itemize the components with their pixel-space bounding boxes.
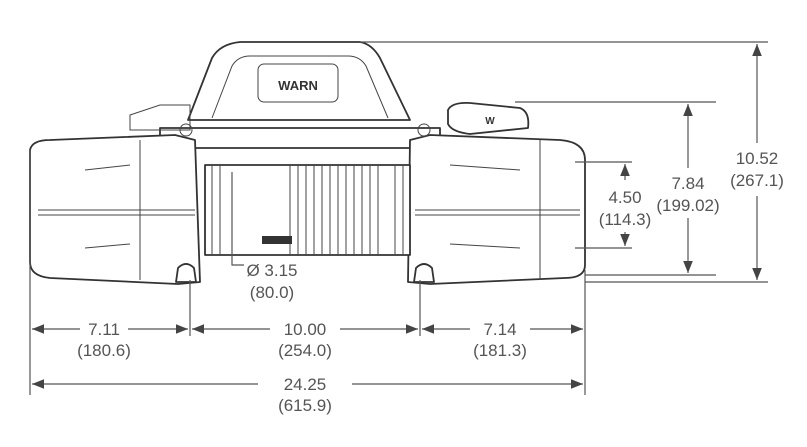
overall-height-mm: (267.1) [730, 171, 784, 190]
svg-text:W: W [485, 116, 495, 127]
mount-spacing-mm: (254.0) [278, 341, 332, 360]
left-section-mm: (180.6) [77, 341, 131, 360]
right-section-mm: (181.3) [473, 341, 527, 360]
cable-drum [211, 165, 404, 255]
mount-spacing-in: 10.00 [284, 320, 327, 339]
winch-illustration: WARN W [29, 41, 586, 285]
drum-diameter-mm: (80.0) [250, 283, 294, 302]
overall-height-in: 10.52 [736, 149, 779, 168]
logo: WARN [278, 78, 318, 93]
dimension-lines [29, 41, 768, 395]
motor-height-in: 4.50 [608, 188, 641, 207]
drum-diameter-in: Ø 3.15 [246, 261, 297, 280]
left-section-in: 7.11 [88, 320, 120, 339]
right-section-in: 7.14 [483, 320, 516, 339]
overall-length-in: 24.25 [284, 375, 327, 394]
control-height-mm: (199.02) [656, 196, 719, 215]
motor-height-mm: (114.3) [599, 210, 652, 229]
control-height-in: 7.84 [671, 174, 704, 193]
overall-length-mm: (615.9) [278, 396, 332, 415]
